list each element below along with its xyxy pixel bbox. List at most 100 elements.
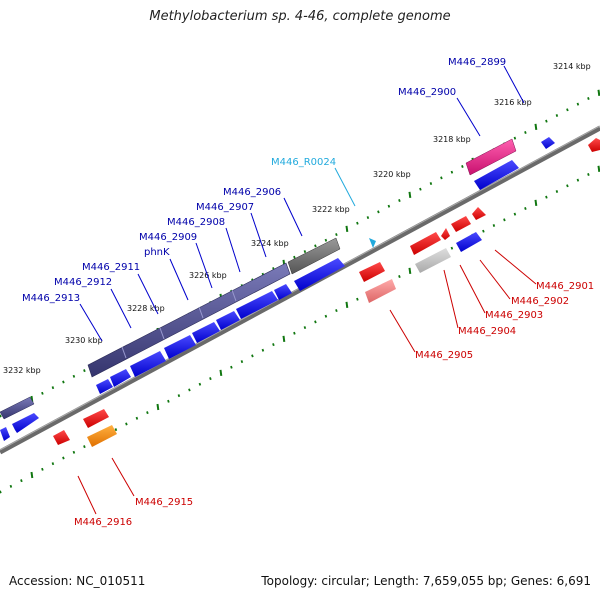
- ruler-tick: [377, 210, 380, 214]
- forward-cds: [216, 311, 240, 330]
- ruler-tick: [587, 96, 590, 100]
- ruler-tick: [324, 314, 328, 318]
- ruler-tick: [188, 388, 191, 392]
- ruler-tick: [240, 360, 244, 364]
- ruler-tick: [335, 309, 338, 313]
- gene-label[interactable]: M446_2916: [74, 517, 132, 528]
- forward-cds: [192, 322, 220, 343]
- ruler-tick: [135, 416, 139, 420]
- gene-label[interactable]: M446_2915: [135, 497, 193, 508]
- ruler-tick: [398, 199, 401, 203]
- ruler-tick: [177, 394, 181, 398]
- ruler-label: 3220 kbp: [373, 170, 411, 179]
- gray-block: [287, 237, 341, 275]
- ruler-tick: [408, 267, 412, 275]
- reverse-cds: [359, 262, 385, 282]
- rna-marker: [369, 238, 376, 248]
- gene-label[interactable]: M446_2904: [458, 326, 516, 337]
- gene-label[interactable]: M446_2900: [398, 87, 456, 98]
- ruler-tick: [219, 369, 223, 377]
- ruler-tick: [576, 102, 580, 106]
- ruler-tick: [366, 216, 370, 220]
- ruler-tick: [72, 374, 76, 378]
- forward-cds: [541, 137, 555, 149]
- light-red-block: [365, 279, 396, 303]
- ruler-tick: [303, 326, 307, 330]
- ruler-tick: [345, 225, 349, 233]
- ruler-tick: [156, 403, 160, 411]
- ruler-tick: [83, 445, 86, 449]
- ruler-tick: [30, 471, 34, 479]
- ruler-tick: [524, 131, 527, 134]
- ruler-tick: [398, 275, 401, 279]
- gene-label[interactable]: M446_2899: [448, 57, 506, 68]
- ruler-tick: [335, 233, 338, 237]
- ruler-tick: [62, 380, 65, 384]
- ruler-tick: [597, 89, 600, 96]
- forward-cds: [110, 369, 131, 387]
- ruler-tick: [209, 377, 212, 381]
- light-gray-block: [415, 248, 451, 273]
- reverse-cds: [588, 138, 600, 152]
- ruler-tick: [0, 414, 2, 418]
- ruler-tick: [41, 467, 44, 471]
- ruler-label: 3218 kbp: [433, 135, 471, 144]
- ruler-tick: [450, 170, 454, 174]
- gene-label[interactable]: M446_2909: [139, 232, 197, 243]
- forward-gene-labels: M446_2899 M446_2900 M446_2906 M446_2907 …: [22, 57, 506, 304]
- gene-label[interactable]: M446_2907: [196, 202, 254, 213]
- ruler-tick: [461, 165, 464, 169]
- gene-label[interactable]: phnK: [144, 247, 170, 258]
- gene-label[interactable]: M446_2912: [54, 277, 112, 288]
- gene-label[interactable]: M446_2906: [223, 187, 281, 198]
- ruler-tick: [62, 456, 65, 460]
- topology-text: Topology: circular; Length: 7,659,055 bp…: [261, 574, 591, 588]
- forward-cds: [130, 351, 166, 377]
- ruler-tick: [513, 212, 517, 216]
- upper-feature-band: [0, 138, 517, 420]
- ruler-tick: [41, 391, 44, 395]
- ruler-label: 3224 kbp: [251, 239, 289, 248]
- gene-label[interactable]: M446_2901: [536, 281, 594, 292]
- reverse-cds: [410, 232, 441, 255]
- ruler-tick: [513, 136, 517, 140]
- reverse-cds-row: [53, 138, 600, 447]
- ruler-tick: [261, 348, 265, 352]
- ruler-tick: [534, 199, 538, 206]
- gene-label[interactable]: M446_2903: [485, 310, 543, 321]
- ruler-tick: [597, 165, 600, 172]
- rna-label[interactable]: M446_R0024: [271, 157, 336, 168]
- gene-label[interactable]: M446_2905: [415, 350, 473, 361]
- forward-cds: [164, 335, 196, 359]
- ruler-tick: [293, 255, 296, 259]
- forward-cds: [0, 427, 10, 441]
- pink-block: [465, 138, 517, 176]
- ruler-tick: [303, 250, 307, 254]
- forward-cds: [274, 284, 292, 300]
- gene-label[interactable]: M446_2911: [82, 262, 140, 273]
- ruler-tick: [146, 411, 149, 415]
- gene-label[interactable]: M446_2902: [511, 296, 569, 307]
- ruler-tick: [503, 218, 506, 222]
- operon-block: [87, 262, 291, 378]
- ruler-tick: [387, 204, 391, 208]
- ruler-tick: [408, 191, 412, 199]
- ruler-tick: [198, 382, 202, 386]
- gene-label[interactable]: M446_2913: [22, 293, 80, 304]
- ruler-tick: [314, 320, 317, 324]
- ruler-label: 3230 kbp: [65, 336, 103, 345]
- ruler-tick: [555, 114, 559, 117]
- reverse-cds: [441, 228, 450, 240]
- reverse-cds: [53, 430, 70, 445]
- reverse-cds: [472, 207, 486, 220]
- gene-label[interactable]: M446_2908: [167, 217, 225, 228]
- ruler-tick: [314, 244, 317, 248]
- reverse-cds: [83, 409, 109, 428]
- ruler-tick: [324, 238, 328, 242]
- ruler-label: 3222 kbp: [312, 205, 350, 214]
- ruler-tick: [576, 178, 580, 182]
- ruler-label: 3214 kbp: [553, 62, 591, 71]
- ruler-tick: [51, 462, 55, 466]
- forward-cds: [12, 413, 39, 433]
